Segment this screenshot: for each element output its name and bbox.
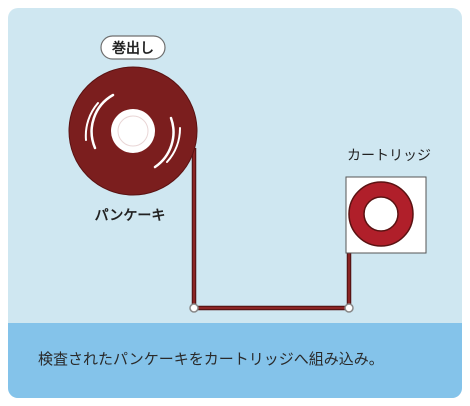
cartridge: [345, 176, 427, 254]
roller-node-left: [189, 303, 199, 313]
caption-band: [8, 323, 462, 398]
reel-highlight-upper-2: [84, 102, 99, 141]
caption-text: 検査されたパンケーキをカートリッジへ組み込み。: [38, 350, 384, 368]
reel-highlight-upper: [90, 93, 115, 150]
reel-highlight-lower-2: [166, 127, 182, 163]
pancake-label: パンケーキ: [95, 208, 166, 224]
roller-node-right: [344, 303, 354, 313]
cartridge-reel-hole: [363, 196, 399, 232]
unwind-label-text: 巻出し: [112, 40, 154, 57]
reel-highlight-lower: [153, 116, 175, 169]
reel-hub-inner: [117, 115, 149, 147]
cartridge-label: カートリッジ: [347, 148, 431, 164]
unwind-label: 巻出し: [100, 35, 166, 60]
pancake-reel: [68, 66, 198, 196]
film-path-line-inner: [192, 148, 351, 310]
